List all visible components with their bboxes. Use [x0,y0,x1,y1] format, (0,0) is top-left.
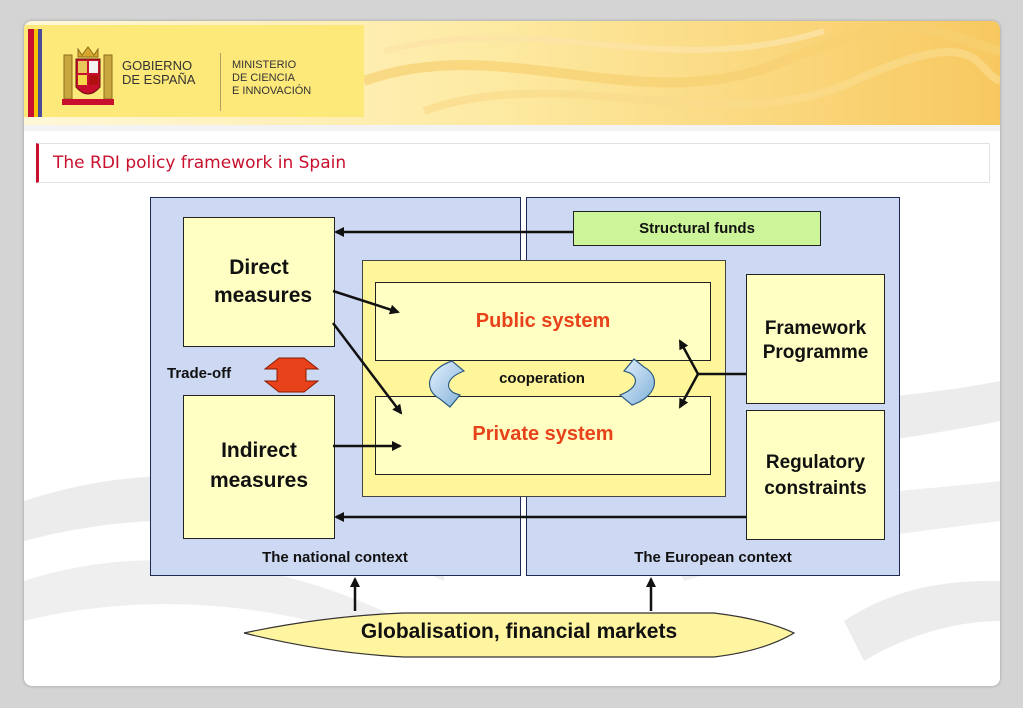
structural-funds-label: Structural funds [639,220,755,237]
ministry-name: MINISTERIO DE CIENCIA E INNOVACIÓN [232,59,312,97]
national-context-label: The national context [262,549,408,566]
framework-programme-label: Framework Programme [762,318,869,363]
slide: GOBIERNO DE ESPAÑA MINISTERIO DE CIENCIA… [24,21,1000,686]
public-system-box: Public system [375,282,711,361]
regulatory-constraints-label: Regulatory constraints [764,452,867,499]
logo-divider [220,53,221,111]
globalisation-label: Globalisation, financial markets [360,620,678,643]
title-bar: The RDI policy framework in Spain [36,143,990,183]
coat-of-arms-icon [62,46,114,105]
framework-programme-box: Framework Programme [746,274,885,404]
indirect-measures-label: Indirect measures [209,439,309,492]
direct-measures-box: Direct measures [183,217,335,347]
public-system-label: Public system [475,310,611,332]
flag-stripe [28,29,42,117]
european-context-label: The European context [634,549,792,566]
government-logo: GOBIERNO DE ESPAÑA MINISTERIO DE CIENCIA… [24,25,364,117]
cooperation-label: cooperation [499,370,585,387]
government-name: GOBIERNO DE ESPAÑA [122,58,196,87]
structural-funds-box: Structural funds [573,211,821,246]
direct-measures-label: Direct measures [214,256,313,307]
private-system-label: Private system [472,423,614,445]
regulatory-constraints-box: Regulatory constraints [746,410,885,540]
trade-off-label: Trade-off [167,365,232,382]
cooperation-band [444,363,640,393]
indirect-measures-box: Indirect measures [183,395,335,539]
page-title: The RDI policy framework in Spain [53,153,347,173]
private-system-box: Private system [375,396,711,475]
